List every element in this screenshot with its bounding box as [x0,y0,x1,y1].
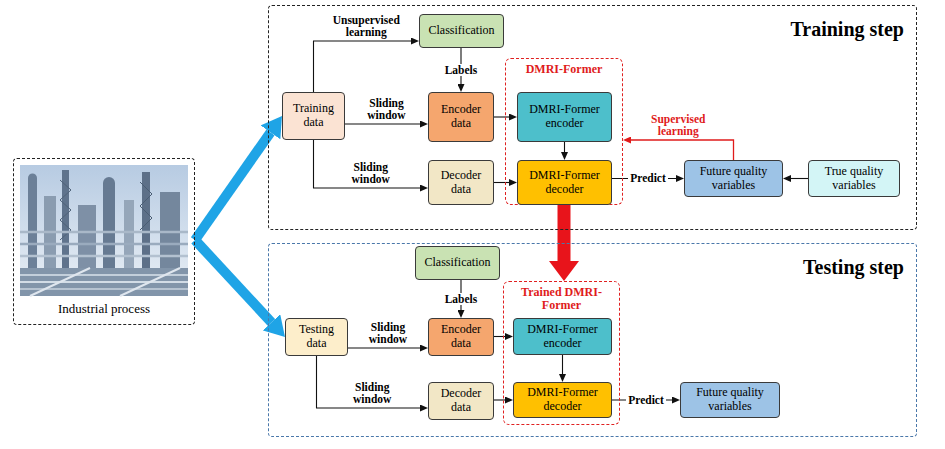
box-label: DMRI-Former decoder [523,169,606,197]
output-box: True quality variables [808,160,900,197]
connector-arrow [631,140,734,160]
connector-arrow [494,182,509,183]
edge-label: Labels [443,293,480,305]
edge-label: Supervised learning [644,113,712,137]
box-label: Decoder data [434,169,488,197]
data-box: Testing data [285,318,348,356]
plant-photo [20,231,188,234]
edge-label: Predict [628,172,668,184]
connector-arrow [317,356,421,408]
edge-label: Sliding window [344,381,400,405]
edge-label: Sliding window [359,97,415,121]
box-label: Future quality variables [686,386,774,414]
data-box: Decoder data [428,382,494,420]
plant-photo [78,205,96,278]
plant-photo [44,196,56,278]
edge-label: Unsupervised learning [325,14,407,38]
heading-label: Testing step [269,256,904,278]
plant-photo [20,268,188,296]
model-box: DMRI-Former decoder [517,160,612,205]
edge-label: Sliding window [360,321,416,345]
data-box: Encoder data [428,92,494,142]
model-group: DMRI-FormerDMRI-Former encoderDMRI-Forme… [505,58,623,205]
plant-photo [20,243,188,246]
edge-label: Predict [626,394,666,406]
plant-photo [20,281,188,283]
plant-photo [28,178,37,278]
connector-arrow [314,41,412,92]
box-label: DMRI-Former encoder [523,103,606,131]
connectors [195,41,808,408]
connector-arrow [314,140,421,188]
plant-photo [62,170,69,278]
output-box: Future quality variables [680,382,780,418]
process-box: Classification [415,246,500,280]
plant-photo [103,177,115,189]
connector-arrow [562,355,563,374]
flow-arrow [195,132,271,240]
box-label: Encoder data [434,103,488,131]
box-label: DMRI-Former decoder [519,386,606,414]
box-label: Decoder data [434,387,488,415]
box-label: Training data [288,102,339,130]
model-box: DMRI-Former encoder [513,318,612,355]
output-box: Future quality variables [684,160,783,197]
box-label: DMRI-Former encoder [519,323,606,351]
plant-photo [20,165,188,296]
plant-photo [103,183,115,278]
heading-label: DMRI-Former [506,63,622,76]
data-box: Encoder data [428,318,494,356]
plant-photo [30,268,90,296]
flow-arrow [558,205,571,261]
box-label: True quality variables [814,165,894,193]
plant-photo [20,255,188,258]
box-label: Classification [425,256,491,270]
box-label: Future quality variables [690,165,777,193]
connector-arrow [348,347,420,348]
plant-photo [28,174,37,183]
plant-photo [160,192,180,278]
box-label: Testing data [291,323,342,351]
model-group: Trained DMRI-FormerDMRI-Former encoderDM… [503,281,620,425]
heading-label: Industrial process [14,301,194,317]
plant-photo [140,182,152,230]
process-frame: Industrial process [13,158,195,325]
plant-photo [124,200,134,278]
connector-arrow [791,178,808,179]
plant-photo [120,268,180,296]
plant-photo [20,165,188,296]
box-label: Encoder data [434,323,488,351]
heading-label: Trained DMRI-Former [519,286,605,312]
edge-label: Labels [443,64,480,76]
flow-arrow [195,240,271,322]
model-box: DMRI-Former decoder [513,382,612,418]
connector-arrow [494,116,509,117]
process-box: Classification [419,14,504,48]
connector-arrow [345,123,420,124]
connector-arrow [564,142,565,152]
edge-label: Sliding window [343,161,399,185]
data-box: Decoder data [428,160,494,205]
box-label: Classification [429,24,495,38]
model-box: DMRI-Former encoder [517,92,612,142]
data-box: Training data [282,92,345,140]
